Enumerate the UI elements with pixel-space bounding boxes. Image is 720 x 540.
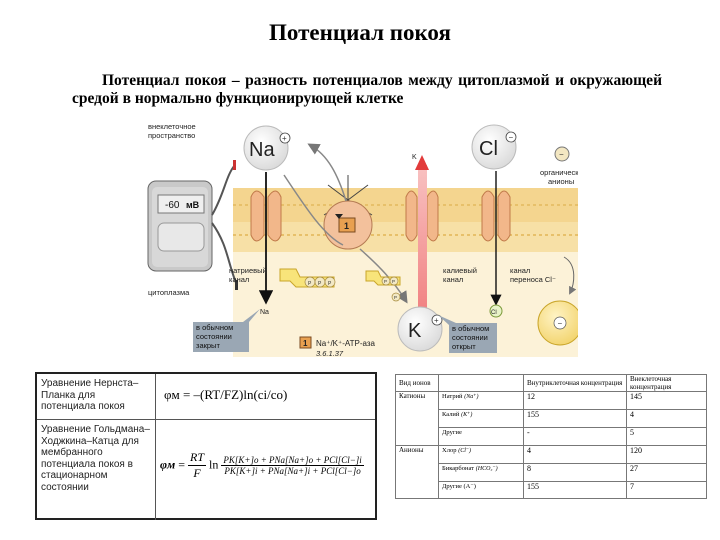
table-row: Другие (A⁻) 155 7 — [396, 481, 707, 499]
atp-molecule: P P P — [279, 268, 336, 288]
ghk-phi: φм — [160, 457, 176, 472]
na-channel-label-2: канал — [229, 275, 249, 284]
svg-text:1: 1 — [303, 339, 308, 348]
phosphate-label: P — [394, 295, 397, 300]
ion-concentration-table: Вид ионов Внутриклеточная концентрация В… — [395, 374, 707, 499]
group-anions: Анионы — [395, 445, 439, 499]
resting-potential-diagram: -60 мВ внеклеточное пространство цитопла… — [147, 122, 578, 358]
svg-text:+: + — [434, 316, 439, 325]
na-label: Na — [249, 139, 275, 161]
ghk-denominator: PK[K+]i + PNa[Na+]i + PCl[Cl−]o — [224, 466, 361, 476]
organic-anions-label-1: органические — [540, 168, 578, 177]
col-header-outside: Внеклеточная концентрация — [626, 374, 707, 392]
svg-text:−: − — [509, 133, 514, 142]
nernst-row: Уравнение Нернста–Планка для потенциала … — [37, 374, 375, 420]
table-row: Калий (K⁺) 155 4 — [396, 409, 707, 428]
ghk-formula-cell: φм = RT F ln PK[K+]o + PNa[Na+]o + PCl[C… — [155, 420, 375, 520]
na-channel-label-1: натриевый — [229, 266, 267, 275]
svg-text:P: P — [392, 279, 395, 284]
ghk-ln: ln — [209, 457, 219, 472]
na-ion-ball — [243, 125, 289, 171]
k-ion-ball — [397, 306, 443, 352]
svg-text:открыт: открыт — [452, 342, 476, 351]
cytoplasm-label: цитоплазма — [148, 288, 190, 297]
cl-small-ball — [489, 304, 503, 318]
k-small-label: K — [412, 154, 417, 161]
ghk-f: F — [193, 466, 201, 480]
pump-code: 3.6.1.37 — [316, 349, 344, 358]
nernst-formula-cell: φм = –(RT/FZ)ln(ci/co) — [155, 374, 375, 419]
col-header-ion — [438, 374, 524, 392]
organic-anion-small — [554, 146, 570, 162]
cl-label: Cl — [479, 138, 498, 160]
table-row: Другие - 5 — [396, 427, 707, 446]
svg-text:закрыт: закрыт — [196, 341, 220, 350]
extracellular-label-2: пространство — [148, 131, 195, 140]
table-row: Бикарбонат (HCO₃⁻) 8 27 — [396, 463, 707, 482]
k-efflux-arrow — [418, 165, 427, 325]
table-row: Катионы Натрий (Na⁺) 12 145 — [395, 391, 707, 446]
svg-text:P: P — [384, 279, 387, 284]
svg-text:−: − — [558, 319, 563, 328]
ghk-rt: RT — [188, 450, 207, 466]
cl-channel-label-1: канал — [510, 266, 530, 275]
page-title: Потенциал покоя — [269, 20, 451, 45]
pump-number: 1 — [344, 221, 349, 231]
voltmeter-display — [157, 194, 205, 214]
nernst-label: Уравнение Нернста–Планка для потенциала … — [41, 378, 139, 412]
k-label: K — [408, 320, 422, 342]
pump-name: Na⁺/K⁺-АТР-аза — [316, 339, 376, 348]
table-row: Анионы Хлор (Cl⁻) 4 120 — [395, 445, 707, 499]
potassium-channel — [405, 190, 439, 242]
definition-text: Потенциал покоя – разность потенциалов м… — [72, 72, 662, 107]
svg-text:P: P — [318, 281, 322, 287]
organic-anions-label-2: анионы — [548, 177, 574, 186]
ghk-row: Уравнение Гольдмана–Ходжкина–Катца для м… — [37, 420, 375, 520]
voltmeter-unit: мВ — [186, 200, 200, 210]
svg-text:+: + — [282, 134, 287, 143]
closed-state-box: в обычном состоянии закрыт — [193, 309, 260, 352]
k-channel-label-1: калиевый — [443, 266, 477, 275]
voltmeter-reading: -60 — [165, 200, 180, 211]
svg-text:в обычном: в обычном — [196, 323, 233, 332]
svg-text:P: P — [328, 281, 332, 287]
svg-text:−: − — [559, 150, 564, 159]
open-state-box: в обычном состоянии открыт — [438, 315, 497, 353]
cl-channel-label-2: переноса Cl⁻ — [510, 275, 556, 284]
cl-ion-ball — [471, 124, 517, 170]
cl-small-label: Cl — [491, 310, 497, 316]
ghk-numerator: PK[K+]o + PNa[Na+]o + PCl[Cl−]i — [221, 455, 364, 466]
svg-text:P: P — [308, 281, 312, 287]
table-header-row: Вид ионов Внутриклеточная концентрация В… — [395, 374, 707, 392]
k-channel-label-2: канал — [443, 275, 463, 284]
phosphate-ball — [391, 292, 401, 302]
chloride-channel — [481, 190, 511, 242]
voltmeter: -60 мВ — [147, 160, 238, 290]
nernst-formula: φм = –(RT/FZ)ln(ci/co) — [164, 387, 288, 402]
na-small-label: Na — [260, 309, 269, 316]
sodium-channel — [250, 190, 282, 242]
na-k-pump: 1 — [323, 175, 373, 250]
col-header-inside: Внутриклеточная концентрация — [523, 374, 627, 392]
col-header-ion-type: Вид ионов — [395, 374, 439, 392]
extracellular-label-1: внеклеточное — [148, 122, 196, 131]
svg-text:в обычном: в обычном — [452, 324, 489, 333]
adp-molecule: P P — [365, 270, 401, 286]
group-cations: Катионы — [395, 391, 439, 446]
equations-box: Уравнение Нернста–Планка для потенциала … — [35, 372, 377, 520]
svg-text:состоянии: состоянии — [196, 332, 232, 341]
pump-legend-number-box — [299, 336, 312, 349]
ghk-label: Уравнение Гольдмана–Ходжкина–Катца для м… — [41, 424, 150, 493]
svg-text:состоянии: состоянии — [452, 333, 488, 342]
